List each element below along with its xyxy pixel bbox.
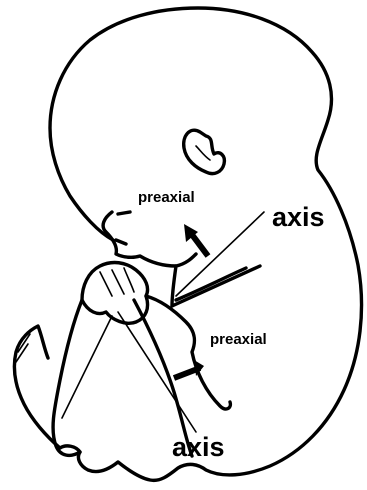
ear-shape bbox=[184, 130, 225, 173]
label-axis-arm: axis bbox=[272, 204, 325, 231]
nose-mark bbox=[116, 240, 126, 244]
label-axis-leg: axis bbox=[172, 434, 225, 461]
ear-inner bbox=[196, 146, 210, 160]
label-preaxial-leg: preaxial bbox=[210, 332, 267, 347]
eye-mark bbox=[118, 212, 130, 214]
label-preaxial-arm: preaxial bbox=[138, 190, 195, 205]
arm-outline bbox=[172, 266, 260, 306]
arrow-preaxial-arm bbox=[184, 224, 208, 256]
hand-outline bbox=[82, 263, 148, 324]
axis-line-leg-2 bbox=[62, 316, 112, 418]
embryo-body-outline bbox=[50, 8, 362, 480]
finger-lines bbox=[100, 268, 134, 296]
